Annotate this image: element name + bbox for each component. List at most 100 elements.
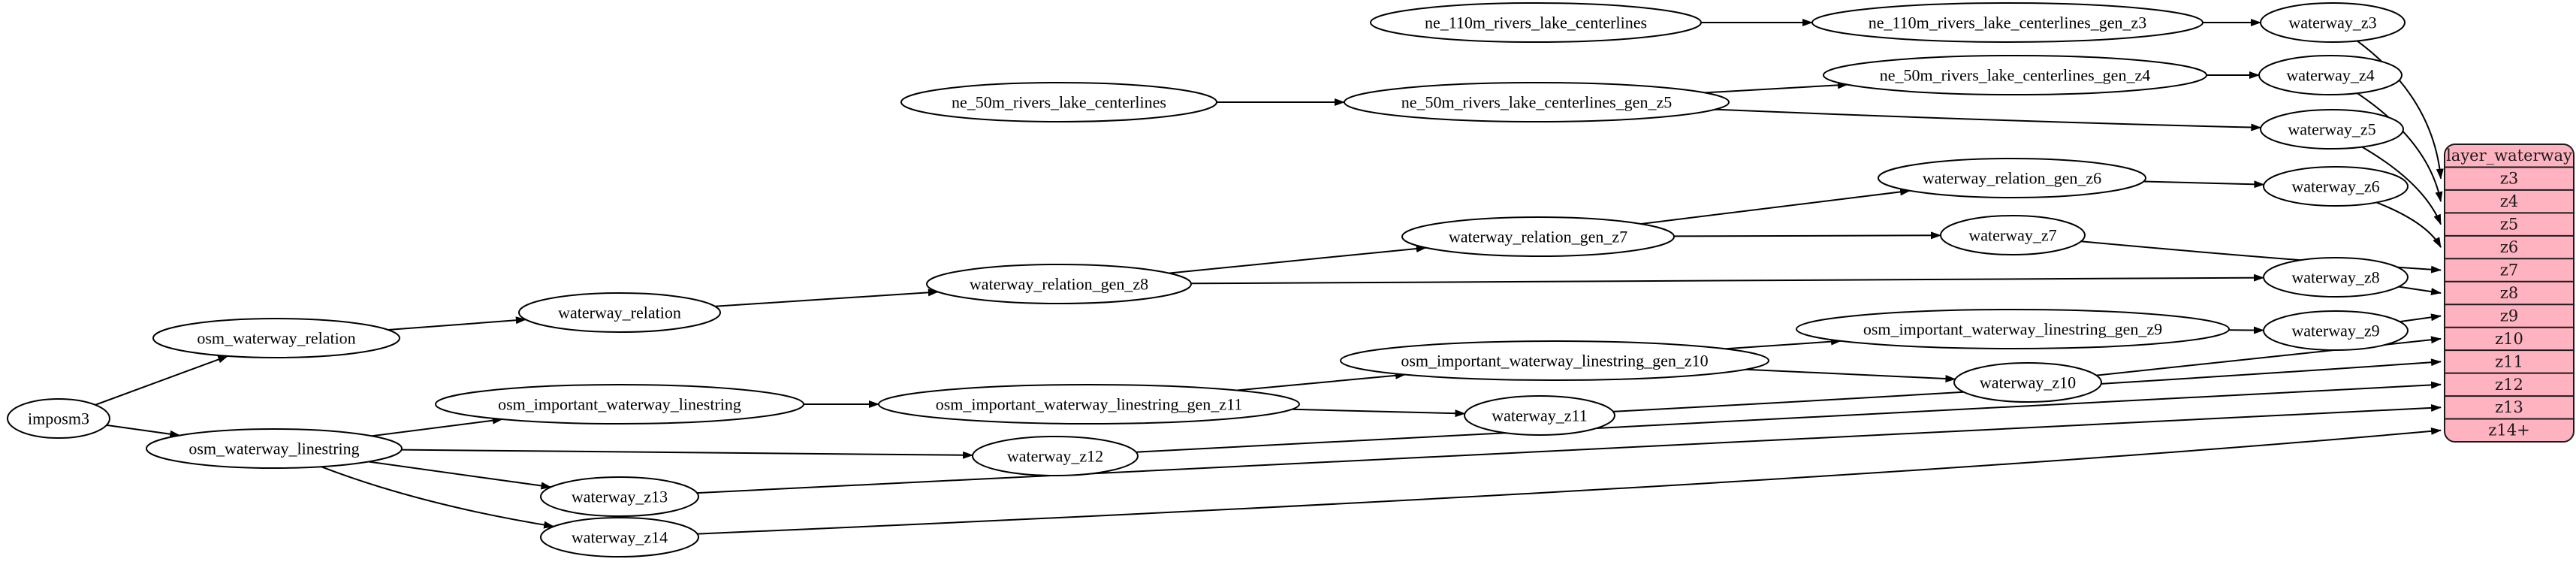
node-ellipse [1953,362,2102,403]
edge-waterway_z10--layer_waterway-z10 [2096,336,2442,376]
node-label: ne_50m_rivers_lake_centerlines_gen_z5 [1401,92,1672,111]
node-ellipse [518,292,721,333]
edge-waterway_z12--layer_waterway-z12 [1136,381,2442,453]
node-ellipse [1823,55,2207,95]
node-ellipse [1344,82,1730,122]
node-osm_important_waterway_linestring_gen_z11: osm_important_waterway_linestring_gen_z1… [878,384,1300,425]
node-osm_waterway_linestring: osm_waterway_linestring [146,428,403,469]
edge-waterway_relation_gen_z8--waterway_z8 [1190,273,2264,285]
node-ellipse [1464,395,1615,436]
edge-waterway_relation_gen_z8--waterway_relation_gen_z7 [1169,245,1427,274]
node-ellipse [152,318,400,358]
record-row-z9: z9 [2500,307,2518,325]
node-ellipse [1401,216,1675,257]
edge-ne_50m_rivers_lake_centerlines_gen_z5--ne_50m_rivers_lake_centerlines_gen_z4 [1704,81,1848,94]
node-ne_50m_rivers_lake_centerlines: ne_50m_rivers_lake_centerlines [900,82,1217,122]
record-row-z4: z4 [2500,192,2518,210]
edge-osm_waterway_linestring--waterway_z13 [368,461,552,490]
record-row-z10: z10 [2495,330,2523,348]
node-ellipse [1878,158,2146,198]
edge-waterway_z8--layer_waterway-z8 [2398,286,2442,296]
edge-waterway_z6--layer_waterway-z6 [2376,201,2442,248]
record-background [2444,144,2574,443]
node-ellipse [1796,309,2230,349]
node-ellipse [540,517,699,557]
node-label: waterway_z13 [572,487,668,506]
node-waterway_z6: waterway_z6 [2263,166,2409,207]
edges-layer [95,19,2444,535]
node-label: waterway_z9 [2291,321,2379,340]
node-waterway_z7: waterway_z7 [1940,215,2086,255]
node-waterway_relation: waterway_relation [518,292,721,333]
node-label: waterway_z3 [2288,13,2376,32]
edge-osm_waterway_linestring--osm_important_waterway_linestring [372,416,503,437]
node-ellipse [7,398,110,439]
node-waterway_z5: waterway_z5 [2260,109,2404,150]
record-row-z5: z5 [2500,216,2518,234]
node-ellipse [2263,257,2409,298]
edge-ne_50m_rivers_lake_centerlines_gen_z5--waterway_z5 [1715,108,2262,131]
node-label: waterway_relation_gen_z6 [1923,168,2101,187]
node-label: osm_waterway_linestring [189,439,359,458]
nodes-layer: imposm3 osm_waterway_relation osm_waterway… [7,2,2409,557]
node-waterway_z3: waterway_z3 [2260,2,2406,43]
node-waterway_relation_gen_z6: waterway_relation_gen_z6 [1878,158,2146,198]
node-label: waterway_z7 [1968,225,2056,244]
node-label: osm_important_waterway_linestring_gen_z1… [1401,351,1708,370]
edge-waterway_z14--layer_waterway-z14+ [697,427,2442,535]
node-waterway_relation_gen_z7: waterway_relation_gen_z7 [1401,216,1675,257]
node-ellipse [2260,109,2404,150]
record-node-layer_waterway: layer_waterwayz3z4z5z6z7z8z9z10z11z12z13… [2444,144,2574,443]
record-title: layer_waterway [2446,147,2572,165]
node-label: waterway_z14 [572,527,668,546]
node-label: waterway_z4 [2286,65,2374,84]
node-ne_50m_rivers_lake_centerlines_gen_z5: ne_50m_rivers_lake_centerlines_gen_z5 [1344,82,1730,122]
node-ellipse [2258,55,2403,95]
node-ellipse [1811,2,2203,43]
node-waterway_z8: waterway_z8 [2263,257,2409,298]
node-ellipse [2260,2,2406,43]
node-imposm3: imposm3 [7,398,110,439]
edge-waterway_relation_gen_z7--waterway_relation_gen_z6 [1641,188,1911,225]
edge-waterway_relation_gen_z7--waterway_z7 [1673,231,1941,240]
node-label: waterway_z11 [1492,406,1587,425]
node-waterway_z9: waterway_z9 [2263,310,2409,351]
record-row-z13: z13 [2495,398,2523,416]
node-waterway_relation_gen_z8: waterway_relation_gen_z8 [926,264,1192,304]
node-label: waterway_z6 [2291,177,2379,195]
node-label: waterway_relation [558,303,681,322]
node-ellipse [2263,310,2409,351]
edge-waterway_relation_gen_z6--waterway_z6 [2143,180,2265,189]
edge-waterway_z4--layer_waterway-z4 [2357,92,2443,203]
edge-osm_important_waterway_linestring_gen_z11--waterway_z11 [1292,408,1466,418]
node-ellipse [540,476,699,517]
edge-osm_waterway_relation--waterway_relation [388,316,526,331]
node-waterway_z4: waterway_z4 [2258,55,2403,95]
node-ellipse [1370,2,1702,43]
node-ellipse [435,384,804,425]
node-ellipse [2263,166,2409,207]
node-label: ne_110m_rivers_lake_centerlines [1425,13,1647,32]
node-label: waterway_z10 [1980,373,2076,391]
node-ellipse [972,436,1139,476]
node-label: waterway_relation_gen_z8 [970,274,1148,293]
edge-waterway_relation--waterway_relation_gen_z8 [715,289,939,307]
node-ne_50m_rivers_lake_centerlines_gen_z4: ne_50m_rivers_lake_centerlines_gen_z4 [1823,55,2207,95]
node-osm_waterway_relation: osm_waterway_relation [152,318,400,358]
record-row-z3: z3 [2500,170,2518,188]
node-ellipse [146,428,403,469]
node-osm_important_waterway_linestring_gen_z9: osm_important_waterway_linestring_gen_z9 [1796,309,2230,349]
node-label: ne_50m_rivers_lake_centerlines_gen_z4 [1880,65,2150,84]
node-waterway_z11: waterway_z11 [1464,395,1615,436]
node-ellipse [1340,340,1769,381]
node-label: waterway_z8 [2291,267,2379,286]
edge-osm_waterway_linestring--waterway_z14 [321,466,555,529]
node-label: osm_important_waterway_linestring_gen_z1… [936,394,1243,413]
node-waterway_z14: waterway_z14 [540,517,699,557]
record-row-z8: z8 [2500,284,2518,302]
record-row-z14-plus: z14+ [2488,421,2529,440]
edge-imposm3--osm_waterway_linestring [106,424,181,438]
node-label: waterway_z12 [1007,446,1103,465]
node-label: osm_important_waterway_linestring_gen_z9 [1863,319,2162,338]
